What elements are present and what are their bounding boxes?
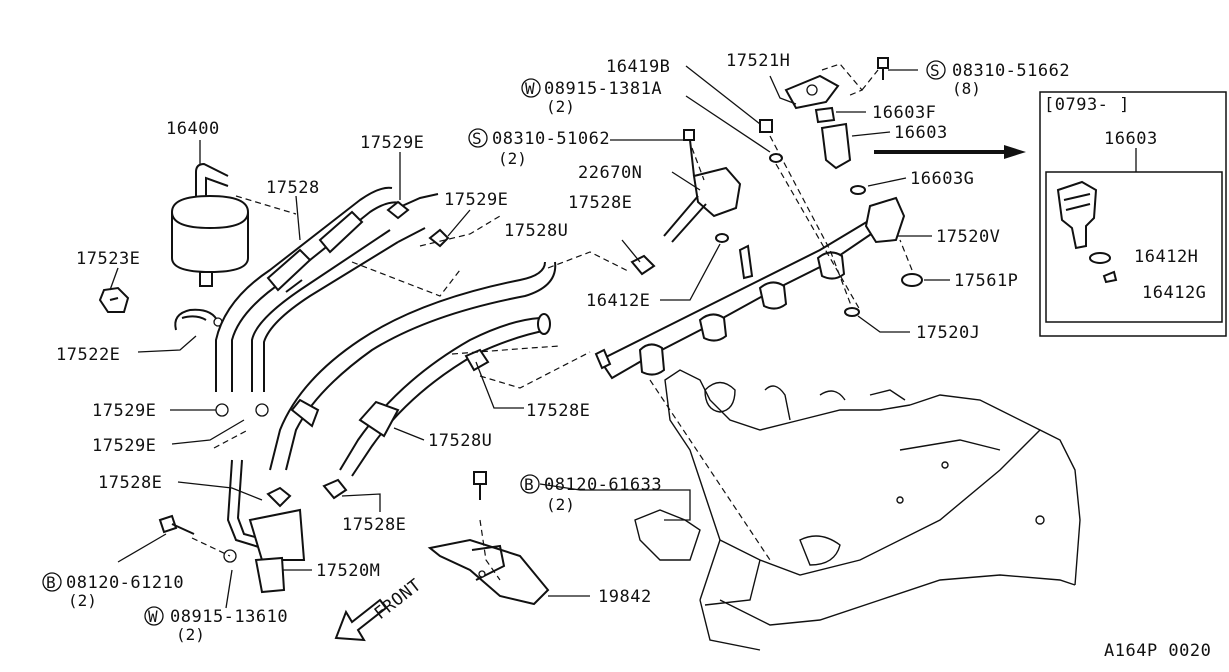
label-16603g: 16603G [910, 169, 974, 189]
bracket-19842-drawing [427, 538, 550, 606]
label-17529e-l2: 17529E [92, 436, 156, 456]
label-17529e-top: 17529E [360, 133, 424, 153]
label-19842: 19842 [598, 587, 652, 607]
inset-arrow [874, 145, 1026, 159]
label-17529e-l1: 17529E [92, 401, 156, 421]
label-17520j: 17520J [916, 323, 980, 343]
label-17528u-top: 17528U [504, 221, 568, 241]
fuel-filter-drawing [171, 162, 249, 287]
label-17522e: 17522E [56, 345, 120, 365]
fastener-qty-s-51662: (8) [952, 79, 981, 98]
fastener-labels: W 08915-1381A (2) S 08310-51062 (2) S 08… [42, 60, 1070, 644]
fastener-prefix-b-61633: B [524, 475, 534, 494]
clamp-17523e-drawing [98, 286, 130, 313]
inset-date-range: [0793- ] [1044, 95, 1130, 115]
label-17528e-top: 17528E [568, 193, 632, 213]
dashed-reference-lines [191, 63, 913, 581]
label-17520m: 17520M [316, 561, 380, 581]
label-17529e-mid: 17529E [444, 190, 508, 210]
fastener-prefix-s-51062: S [472, 129, 482, 148]
small-parts-drawing [158, 57, 923, 563]
fastener-number-b-61633: 08120-61633 [544, 475, 662, 495]
fastener-qty-w-1381a: (2) [546, 97, 575, 116]
fastener-number-b-61210: 08120-61210 [66, 573, 184, 593]
label-17561p: 17561P [954, 271, 1018, 291]
label-17528: 17528 [266, 178, 320, 198]
label-16603: 16603 [894, 123, 948, 143]
fastener-qty-b-61210: (2) [68, 591, 97, 610]
label-16419b: 16419B [606, 57, 670, 77]
label-16400: 16400 [166, 119, 220, 139]
fastener-prefix-b-61210: B [46, 573, 56, 592]
label-17528e-low: 17528E [342, 515, 406, 535]
fastener-number-w-13610: 08915-13610 [170, 607, 288, 627]
label-17520v: 17520V [936, 227, 1000, 247]
label-16412e: 16412E [586, 291, 650, 311]
fastener-prefix-w-13610: W [148, 607, 158, 626]
inset-label-16412h: 16412H [1134, 247, 1198, 267]
fuel-rail-drawing [594, 129, 906, 380]
label-17523e: 17523E [76, 249, 140, 269]
hose-clips-drawing [215, 200, 656, 508]
fastener-prefix-w-1381a: W [525, 79, 535, 98]
inset-panel [1039, 91, 1227, 337]
inset-label-16412g: 16412G [1142, 283, 1206, 303]
fastener-qty-w-13610: (2) [176, 625, 205, 644]
front-indicator: FRONT [334, 575, 426, 642]
label-17521h: 17521H [726, 51, 790, 71]
label-22670n: 22670N [578, 163, 642, 183]
fastener-qty-s-51062: (2) [498, 149, 527, 168]
label-16603f: 16603F [872, 103, 936, 123]
label-17528u-low: 17528U [428, 431, 492, 451]
engine-block-drawing [634, 369, 1081, 651]
fastener-qty-b-61633: (2) [546, 495, 575, 514]
diagram-id: A164P 0020 [1104, 641, 1211, 661]
bracket-17522e-drawing [174, 308, 223, 331]
fastener-number-s-51062: 08310-51062 [492, 129, 610, 149]
inset-label-16603: 16603 [1104, 129, 1158, 149]
fastener-number-s-51662: 08310-51662 [952, 61, 1070, 81]
label-17528e-mid: 17528E [526, 401, 590, 421]
fastener-number-w-1381a: 08915-1381A [544, 79, 662, 99]
label-17528e-left: 17528E [98, 473, 162, 493]
front-label: FRONT [371, 575, 426, 624]
fastener-prefix-s-51662: S [930, 61, 940, 80]
fuel-hoses-drawing [215, 186, 557, 594]
part-labels: 16400 17528 17529E 17529E 17523E 17522E … [56, 51, 1211, 661]
